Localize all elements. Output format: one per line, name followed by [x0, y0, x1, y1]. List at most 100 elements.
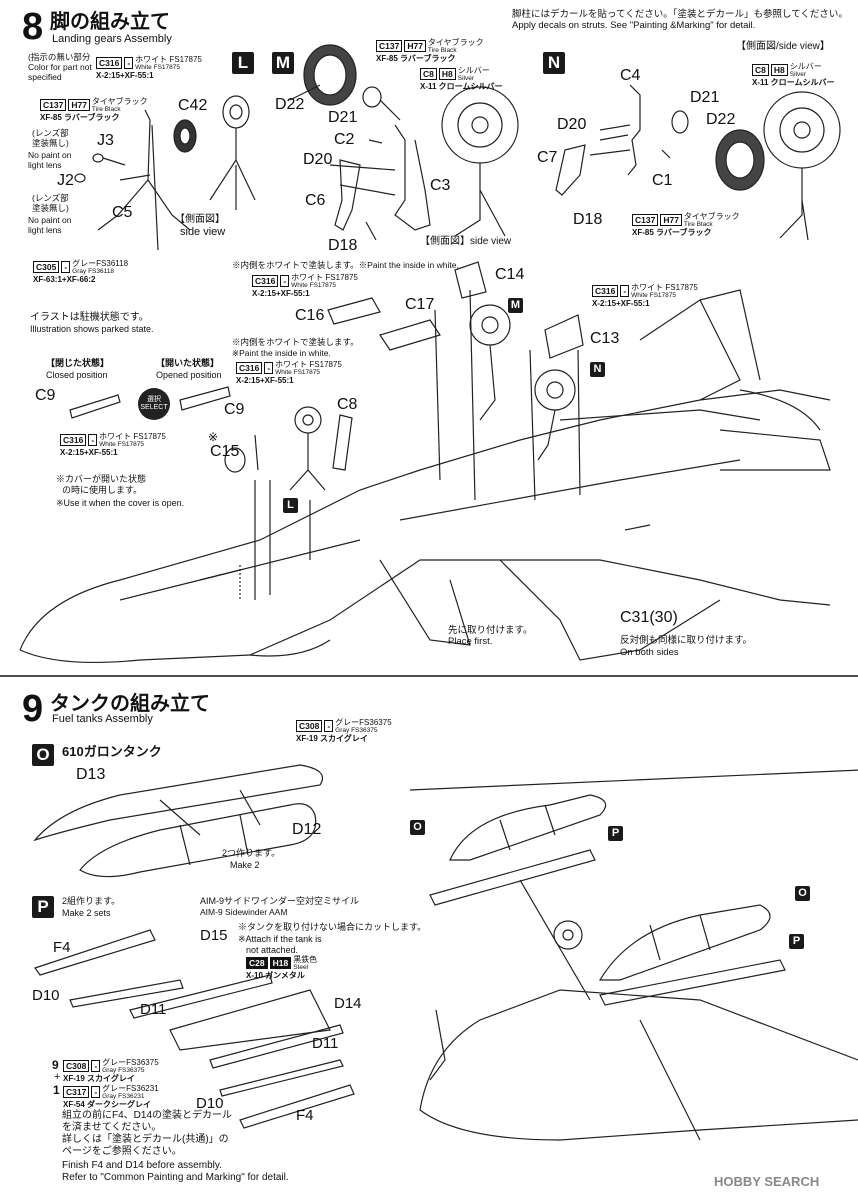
part-d11-top: D11 — [140, 1001, 167, 1018]
part-d13: D13 — [76, 766, 106, 783]
paint-en: Gray FS36118 — [72, 268, 114, 275]
assembly-badge-l: L — [232, 52, 254, 74]
part-d10-bottom: D10 — [196, 1095, 224, 1112]
part-d22-m: D22 — [275, 96, 305, 113]
paint-h: H18 — [269, 957, 292, 969]
part-c8: C8 — [337, 396, 358, 413]
part-d14: D14 — [334, 995, 362, 1012]
paint-mix: X-10 ガンメタル — [246, 971, 305, 980]
note-unspecified-en2: specified — [28, 72, 62, 82]
part-f4-bottom: F4 — [296, 1107, 314, 1124]
part-c4: C4 — [620, 67, 641, 84]
part-d20-n: D20 — [557, 116, 587, 133]
assembly-mark-p-upper: P — [608, 826, 623, 841]
paint-jp: グレーFS36118 — [72, 259, 129, 268]
paint-mix: XF-85 ラバーブラック — [632, 228, 712, 237]
assembly-mark-m: M — [508, 298, 523, 313]
paint-jp: タイヤブラック — [91, 97, 148, 106]
step-number-9: 9 — [22, 688, 44, 730]
assembly-mark-o-upper: O — [410, 820, 425, 835]
paint-h: - — [88, 434, 98, 446]
part-d21-m: D21 — [328, 109, 358, 126]
paint-code: C316 — [96, 57, 123, 69]
select-en: SELECT — [140, 404, 168, 411]
part-d18-m: D18 — [328, 237, 358, 254]
side-view-jp-l: 【側面図】 — [175, 214, 225, 225]
watermark: HOBBY SEARCH — [714, 1174, 820, 1189]
step9-title-jp: タンクの組み立て — [50, 691, 210, 715]
side-view-n: 【側面図/side view】 — [736, 41, 830, 52]
part-c9-opened: C9 — [224, 401, 245, 418]
side-view-en-l: side view — [180, 226, 226, 238]
part-d12: D12 — [292, 821, 322, 838]
paint-code: C316 — [252, 275, 279, 287]
lens-j2-jp1: (レンズ部 — [32, 193, 69, 203]
aam-en: AIM-9 Sidewinder AAM — [200, 907, 288, 917]
part-c6: C6 — [305, 192, 326, 209]
note-unspecified-jp: (指示の無い部分 — [28, 52, 91, 62]
part-d21-n: D21 — [690, 89, 720, 106]
assembly-badge-o: O — [32, 744, 54, 766]
part-d10-top: D10 — [32, 987, 60, 1004]
paint-code: C8 — [752, 64, 769, 76]
finish-en2: Refer to "Common Painting and Marking" f… — [62, 1172, 289, 1183]
finish-jp3: 詳しくは「塗装とデカール(共通)」の — [62, 1134, 229, 1145]
paint-h: H77 — [660, 214, 682, 226]
place-first-jp: 先に取り付けます。 — [448, 625, 533, 636]
paint-jp: グレーFS36375 — [335, 718, 392, 727]
cover-note-jp1: ※カバーが開いた状態 — [56, 474, 147, 484]
paint-en: White FS17875 — [631, 292, 676, 299]
part-c16: C16 — [295, 307, 325, 324]
paint-mix: X-2:15+XF-55:1 — [60, 448, 118, 457]
paint-code: C317 — [63, 1086, 90, 1098]
paint-code: C137 — [376, 40, 403, 52]
both-sides-en: On both sides — [620, 647, 679, 658]
side-view-m: 【側面図】side view — [420, 236, 512, 247]
closed-en: Closed position — [46, 370, 108, 380]
paint-en: White FS17875 — [99, 441, 144, 448]
finish-en1: Finish F4 and D14 before assembly. — [62, 1160, 222, 1171]
paint-h: - — [264, 362, 274, 374]
paint-h: - — [91, 1060, 101, 1072]
sets-jp: 2組作ります。 — [62, 896, 121, 906]
paint-inside-note-2-jp: ※内側をホワイトで塗装します。 — [232, 337, 359, 347]
paint-en: White FS17875 — [291, 282, 336, 289]
tank-label: 610ガロンタンク — [62, 744, 162, 759]
paint-jp: ホワイト FS17875 — [631, 283, 698, 292]
step-number-8: 8 — [22, 6, 44, 48]
part-d15: D15 — [200, 927, 228, 944]
paint-jp: シルバー — [789, 62, 822, 71]
part-c7: C7 — [537, 149, 558, 166]
paint-inside-note-1: ※内側をホワイトで塗装します。※Paint the inside in whit… — [232, 260, 459, 270]
paint-h: - — [280, 275, 290, 287]
opened-en: Opened position — [156, 370, 222, 380]
both-sides-jp: 反対側も同様に取り付けます。 — [620, 635, 753, 646]
asterisk-c15: ※ — [208, 430, 219, 444]
paint-code: C308 — [296, 720, 323, 732]
paint-en: Gray FS36375 — [102, 1067, 145, 1074]
paint-en: Silver — [457, 75, 475, 82]
paint-code: C8 — [420, 68, 437, 80]
step9-title-en: Fuel tanks Assembly — [52, 713, 153, 725]
note-unspecified-en1: Color for part not — [28, 62, 92, 72]
cover-note-en: ※Use it when the cover is open. — [56, 498, 185, 508]
finish-jp2: を済ませてください。 — [62, 1122, 162, 1133]
part-c42: C42 — [178, 97, 208, 114]
paint-en: White FS17875 — [135, 64, 180, 71]
opened-jp: 【開いた状態】 — [156, 358, 220, 368]
paint-code: C137 — [632, 214, 659, 226]
tank-note-jp: ※タンクを取り付けない場合にカットします。 — [238, 922, 427, 932]
top-note-jp: 脚柱にはデカールを貼ってください。「塗装とデカール」も参照してください。 — [512, 9, 848, 20]
paint-jp: ホワイト FS17875 — [291, 273, 358, 282]
paint-code: C137 — [40, 99, 67, 111]
paint-mix: X-2:15+XF-55:1 — [252, 289, 310, 298]
paint-h: H8 — [770, 64, 788, 76]
paint-h: - — [61, 261, 71, 273]
paint-en: Tire Black — [427, 47, 457, 54]
mix-plus: + — [54, 1071, 61, 1083]
assembly-mark-l: L — [283, 498, 298, 513]
